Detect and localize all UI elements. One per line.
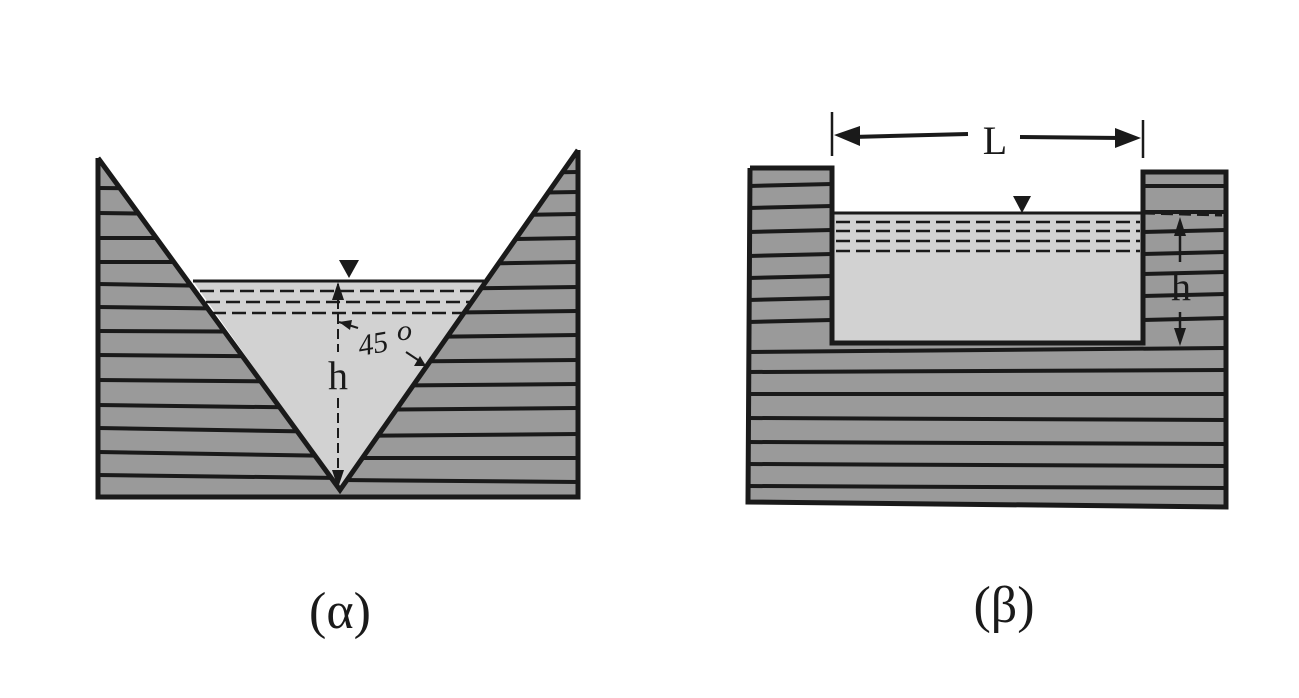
figure-b-width-dimension bbox=[830, 112, 1145, 158]
figure-a-angle-annotation bbox=[338, 320, 426, 366]
figure-a-depth-label: h bbox=[328, 353, 348, 398]
figure-a-outline bbox=[95, 150, 581, 500]
figure-b-surface-marker-icon bbox=[1013, 196, 1031, 213]
figure-b-depth-dimension bbox=[1142, 211, 1223, 346]
figure-a-v-walls bbox=[95, 148, 581, 495]
figure-b-soil bbox=[748, 168, 1226, 507]
figure-b-outline bbox=[745, 165, 1229, 510]
figure-b-hatching bbox=[748, 182, 1226, 490]
figure-b-water bbox=[832, 213, 1143, 343]
figure-b-rectangular-channel: L h (β) bbox=[745, 112, 1229, 634]
figure-a-base-soil bbox=[98, 488, 578, 498]
figure-a-angle-label: 45 bbox=[355, 325, 390, 363]
figure-a-surface-marker-icon bbox=[339, 260, 359, 278]
figure-a-depth-dimension bbox=[332, 282, 344, 488]
figure-a-triangular-channel: h 45 o (α) bbox=[95, 148, 581, 640]
figure-a-water bbox=[193, 281, 484, 490]
figure-a-angle-degree: o bbox=[397, 314, 412, 347]
figure-b-width-label: L bbox=[983, 118, 1007, 163]
figure-b-depth-label: h bbox=[1171, 264, 1191, 309]
figure-b-water-ripples bbox=[836, 220, 1140, 253]
figure-b-caption: (β) bbox=[973, 577, 1034, 634]
figure-a-caption: (α) bbox=[309, 583, 371, 640]
